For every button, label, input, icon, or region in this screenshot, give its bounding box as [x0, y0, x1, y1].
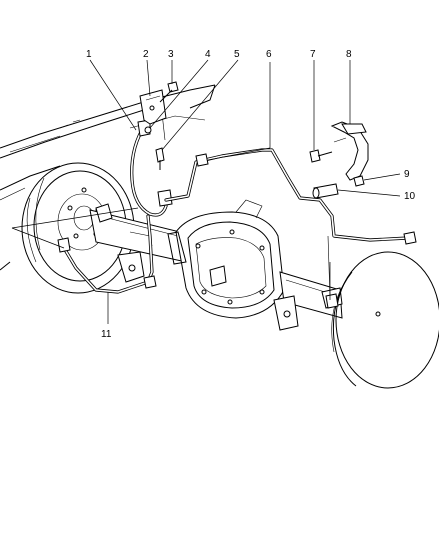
clamp-nut [353, 175, 365, 187]
leader-lines [11, 59, 401, 324]
axle-housing-left [89, 203, 187, 283]
leader-2 [146, 59, 151, 97]
leader-9 [363, 173, 401, 181]
callout-10: 10 [404, 191, 416, 202]
callout-6: 6 [266, 49, 272, 60]
line-grommet [312, 183, 339, 199]
differential [167, 199, 285, 319]
frame-rail [0, 84, 216, 271]
hose-bracket [139, 89, 167, 125]
hose-clip [144, 126, 152, 134]
callout-1: 1 [86, 49, 92, 60]
bracket-bolt [159, 81, 179, 103]
callout-5: 5 [234, 49, 240, 60]
leader-11-b [11, 227, 65, 249]
leader-4 [149, 59, 209, 129]
callout-9: 9 [404, 169, 410, 180]
line-clamp [330, 121, 369, 181]
leader-10 [337, 189, 401, 197]
clamp-bolt [309, 149, 333, 163]
junction-block [155, 147, 165, 170]
callout-8: 8 [346, 49, 352, 60]
callout-3: 3 [168, 49, 174, 60]
callout-numbers: 1 2 3 4 5 6 7 8 9 10 11 [86, 49, 416, 340]
right-rear-wheel [331, 251, 439, 389]
callout-4: 4 [205, 49, 211, 60]
leader-6-b [207, 147, 271, 161]
callout-11: 11 [101, 329, 112, 340]
brake-line-right [164, 148, 417, 309]
leader-11-c [11, 207, 139, 229]
leader-1 [89, 59, 137, 131]
brake-line-left [57, 214, 157, 294]
callout-7: 7 [310, 49, 316, 60]
callout-2: 2 [143, 49, 149, 60]
leader-5 [161, 59, 239, 151]
